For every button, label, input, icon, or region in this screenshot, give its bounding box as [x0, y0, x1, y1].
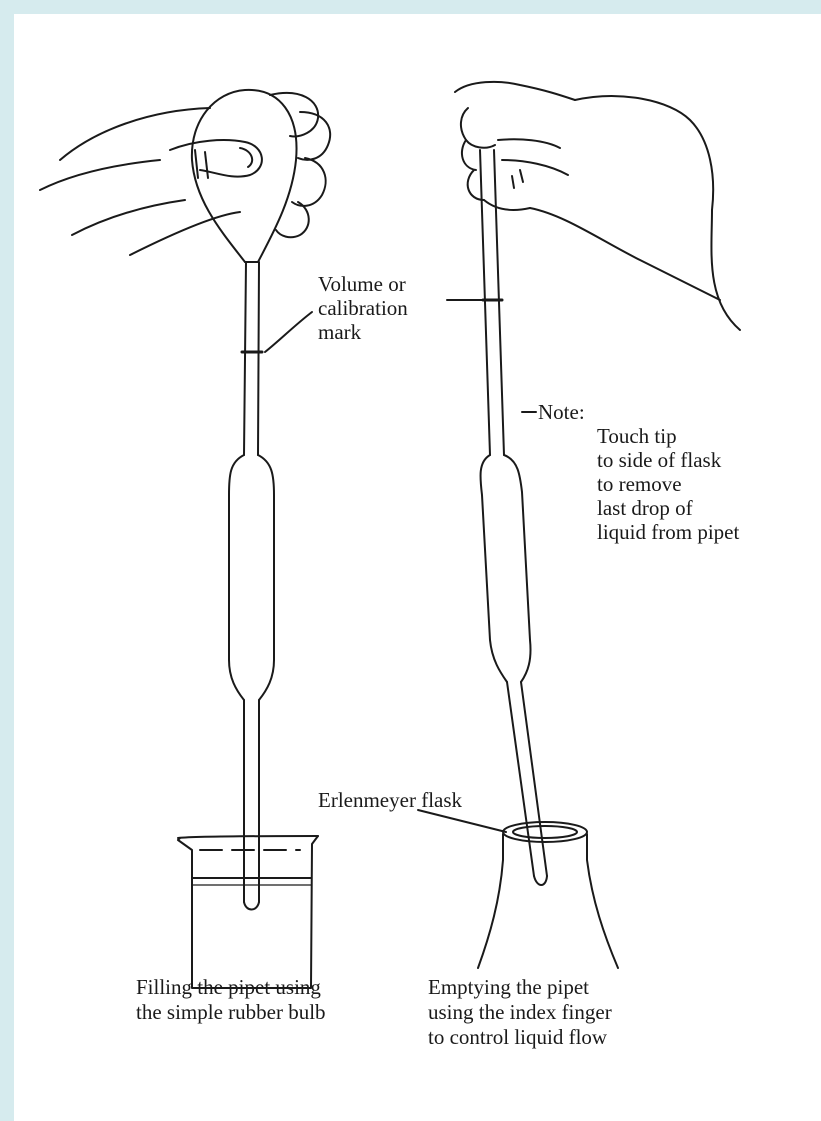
right-pipet-drawing: [480, 150, 547, 885]
note-heading: Note:: [538, 400, 585, 424]
note-line-1: Touch tip: [597, 424, 739, 448]
filling-caption-line-2: the simple rubber bulb: [136, 1000, 326, 1025]
volume-mark-leader: [265, 312, 312, 352]
emptying-caption-line-1: Emptying the pipet: [428, 975, 612, 1000]
beaker-drawing: [178, 836, 318, 988]
erlenmeyer-flask-drawing: [478, 822, 618, 968]
volume-mark-line-2: calibration: [318, 296, 408, 320]
emptying-caption-line-2: using the index finger: [428, 1000, 612, 1025]
filling-caption: Filling the pipet using the simple rubbe…: [136, 975, 326, 1025]
erlenmeyer-leader: [418, 810, 506, 832]
note-line-3: to remove: [597, 472, 739, 496]
note-line-4: last drop of: [597, 496, 739, 520]
volume-mark-line-3: mark: [318, 320, 408, 344]
left-pipet-drawing: [229, 262, 274, 910]
note-line-5: liquid from pipet: [597, 520, 739, 544]
emptying-caption: Emptying the pipet using the index finge…: [428, 975, 612, 1050]
note-line-2: to side of flask: [597, 448, 739, 472]
volume-mark-label: Volume or calibration mark: [318, 272, 408, 344]
note-text: Touch tip to side of flask to remove las…: [597, 424, 739, 544]
volume-mark-line-1: Volume or: [318, 272, 408, 296]
filling-caption-line-1: Filling the pipet using: [136, 975, 326, 1000]
left-hand-drawing: [40, 93, 330, 255]
emptying-caption-line-3: to control liquid flow: [428, 1025, 612, 1050]
erlenmeyer-flask-label: Erlenmeyer flask: [318, 788, 462, 812]
